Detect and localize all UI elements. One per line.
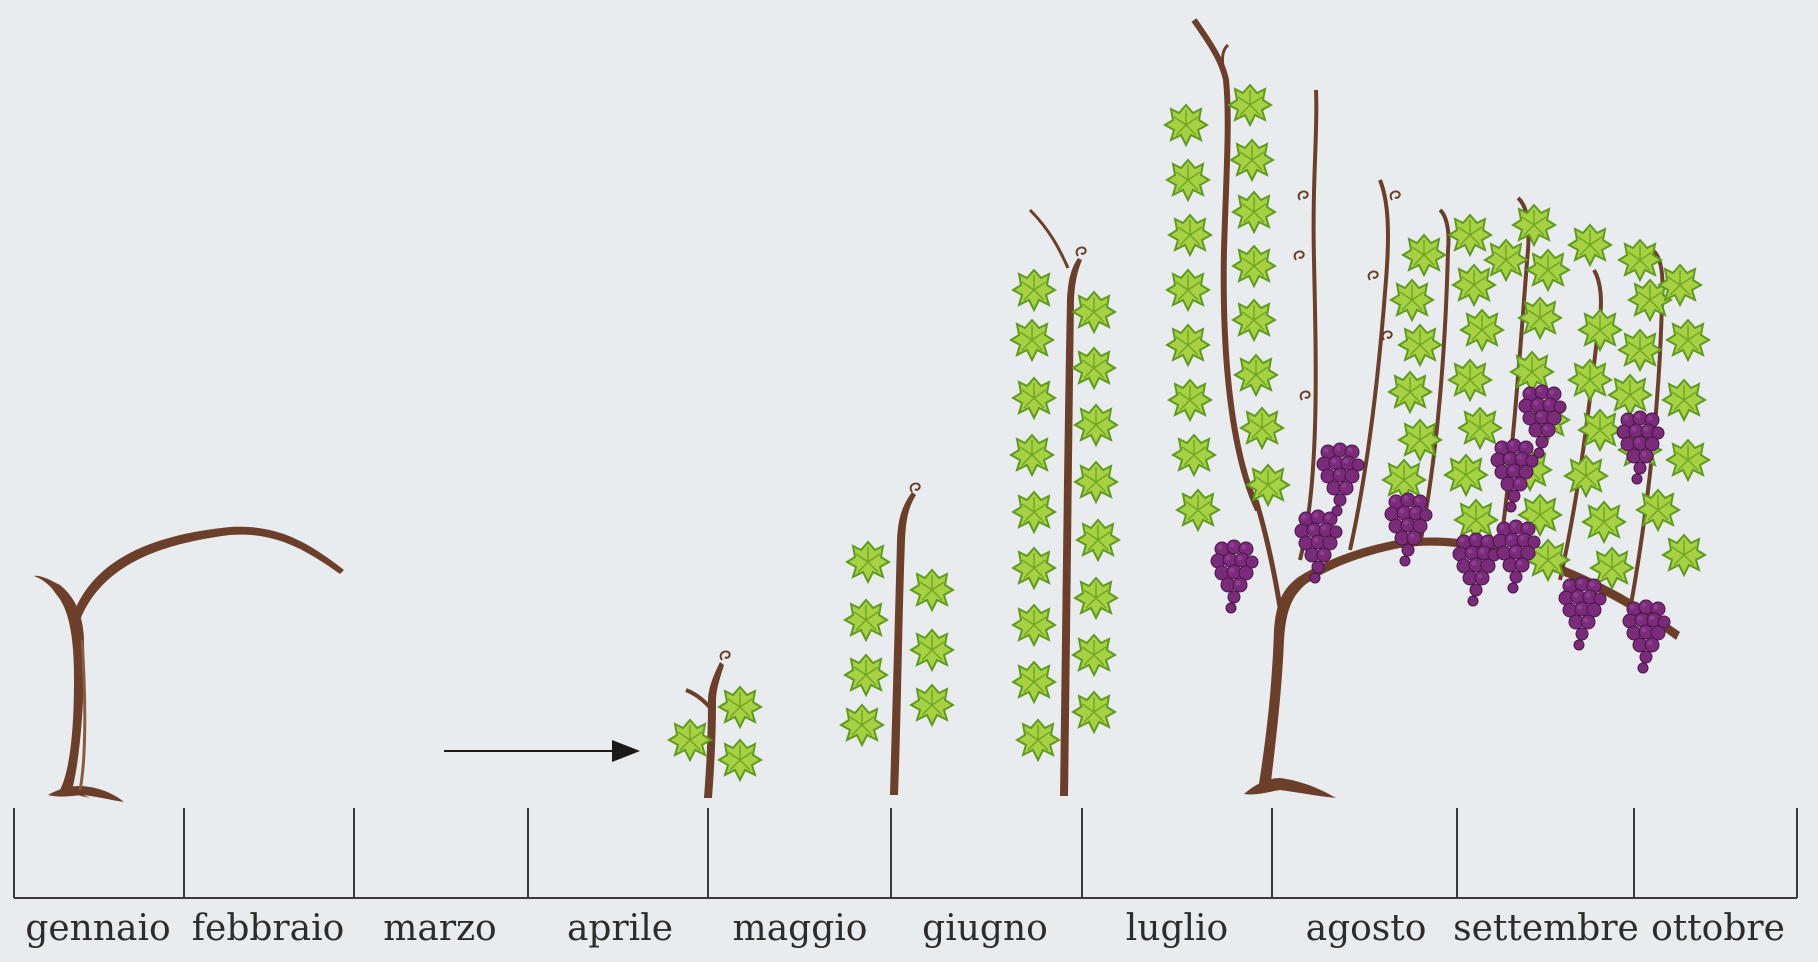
month-label-maggio: maggio xyxy=(733,908,868,949)
leafy-shoot-maggio xyxy=(841,483,953,795)
month-label-ottobre: ottobre xyxy=(1651,908,1785,949)
month-label-febbraio: febbraio xyxy=(192,908,345,949)
month-label-giugno: giugno xyxy=(922,908,1048,949)
growth-arrow xyxy=(444,740,640,762)
month-label-marzo: marzo xyxy=(383,908,496,949)
sprouting-vine xyxy=(669,651,761,798)
mature-vine-luglio xyxy=(1165,20,1709,798)
tall-shoot-giugno xyxy=(1011,210,1119,796)
month-label-aprile: aprile xyxy=(567,908,673,949)
month-label-agosto: agosto xyxy=(1306,908,1427,949)
bare-vine xyxy=(34,527,344,802)
month-label-settembre: settembre xyxy=(1453,908,1639,949)
month-label-gennaio: gennaio xyxy=(25,908,170,949)
timeline-axis xyxy=(14,808,1797,898)
month-label-luglio: luglio xyxy=(1126,908,1228,949)
